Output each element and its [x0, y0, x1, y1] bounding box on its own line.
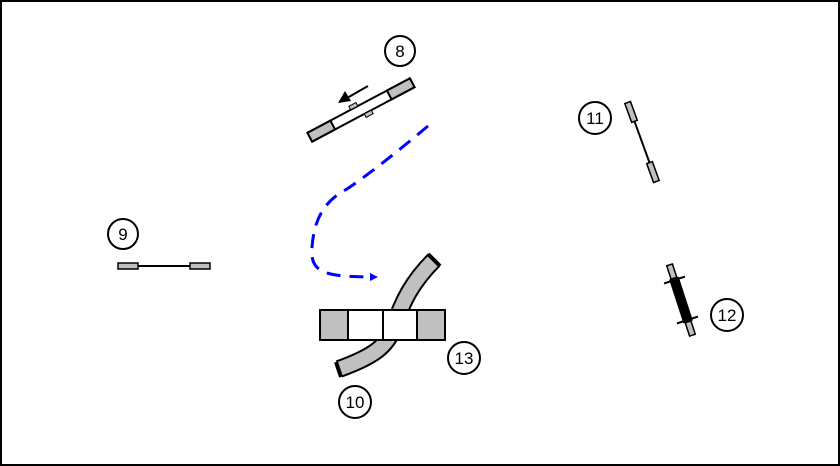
panel-jump-13 — [319, 309, 446, 341]
number-label-10: 10 — [338, 385, 372, 419]
tire-12 — [663, 262, 699, 338]
svg-text:13: 13 — [455, 349, 474, 368]
jump-11 — [623, 100, 661, 184]
teeter-8 — [306, 77, 416, 143]
svg-text:10: 10 — [346, 393, 365, 412]
jump-9 — [117, 262, 211, 270]
svg-text:9: 9 — [118, 225, 127, 244]
svg-text:8: 8 — [395, 42, 404, 61]
number-label-11: 11 — [578, 101, 612, 135]
number-label-8: 8 — [384, 35, 416, 67]
number-label-12: 12 — [710, 298, 744, 332]
svg-text:11: 11 — [586, 109, 604, 128]
direction-arrow-icon — [338, 85, 369, 103]
svg-text:12: 12 — [718, 306, 737, 325]
handler-path — [310, 124, 429, 281]
number-label-9: 9 — [107, 218, 139, 250]
number-label-13: 13 — [447, 341, 481, 375]
